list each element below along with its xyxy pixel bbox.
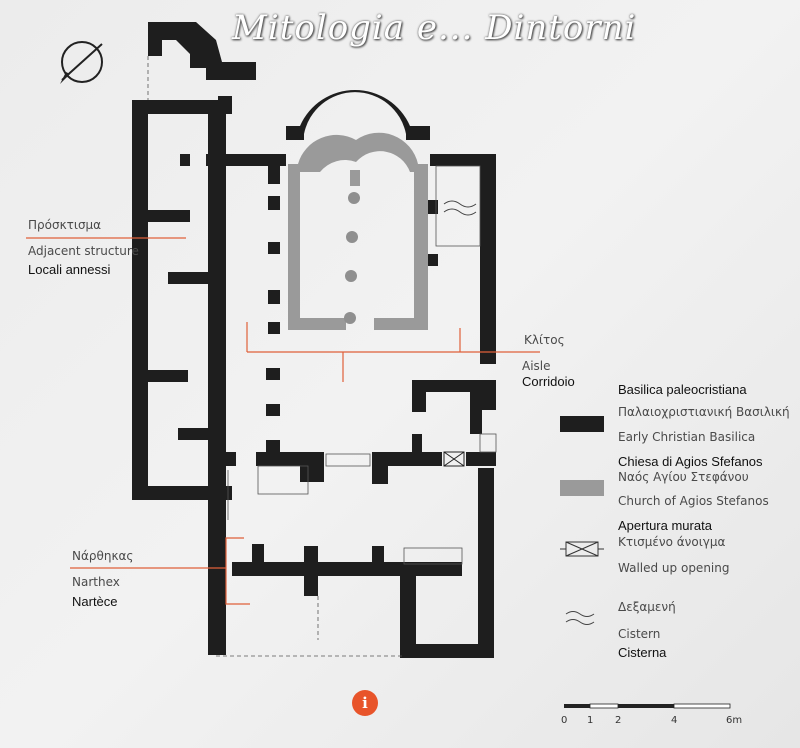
- info-icon[interactable]: i: [352, 690, 378, 716]
- legend-cistern-italian: Cisterna: [618, 645, 667, 660]
- label-leader-lines: [26, 237, 540, 605]
- adjacent-structure-label-greek: Πρόσκτισμα: [28, 218, 102, 232]
- church-of-agios-stefanos: [288, 132, 428, 330]
- scale-tick-0: 0: [561, 715, 568, 726]
- scale-tick-6m: 6m: [726, 715, 743, 726]
- legend-cistern-english: Cistern: [618, 627, 661, 641]
- scale-bar: [564, 703, 731, 709]
- legend-cistern-greek: Δεξαμενή: [618, 600, 676, 614]
- aisle-label-greek: Κλίτος: [524, 333, 565, 347]
- legend-walled-greek: Κτισμένο άνοιγμα: [618, 535, 726, 549]
- legend-basilica-italian: Basilica paleocristiana: [618, 382, 747, 397]
- basilica-walls: [132, 22, 496, 658]
- legend-basilica-greek: Παλαιοχριστιανική Βασιλική: [618, 405, 790, 419]
- adjacent-structure-label-italian: Locali annessi: [28, 262, 111, 277]
- narthex-label-italian: Nartèce: [72, 594, 118, 609]
- legend-church-italian: Chiesa di Agios Sfefanos: [618, 454, 763, 469]
- nave-columns: [344, 192, 360, 324]
- aisle-label-italian: Corridoio: [522, 374, 575, 389]
- watermark: Mitologia e... Dintorni: [232, 8, 637, 48]
- adjacent-structure-label-english: Adjacent structure: [28, 244, 139, 258]
- walled-up-opening-mark: [443, 451, 465, 467]
- narthex-label-english: Narthex: [72, 575, 120, 589]
- legend-walled-english: Walled up opening: [618, 561, 730, 575]
- narthex-label-greek: Νάρθηκας: [72, 549, 134, 563]
- north-arrow-icon: [60, 41, 103, 84]
- legend-symbols: [560, 416, 604, 625]
- scale-tick-1: 1: [587, 715, 594, 726]
- legend-church-greek: Ναός Αγίου Στεφάνου: [618, 470, 749, 484]
- legend-walled-italian: Apertura murata: [618, 518, 712, 533]
- scale-tick-2: 2: [615, 715, 622, 726]
- legend-basilica-english: Early Christian Basilica: [618, 430, 756, 444]
- aisle-label-english: Aisle: [522, 359, 551, 373]
- secondary-outlines: [147, 56, 497, 657]
- legend-church-english: Church of Agios Stefanos: [618, 494, 769, 508]
- scale-tick-4: 4: [671, 715, 678, 726]
- cistern-mark: [443, 200, 477, 216]
